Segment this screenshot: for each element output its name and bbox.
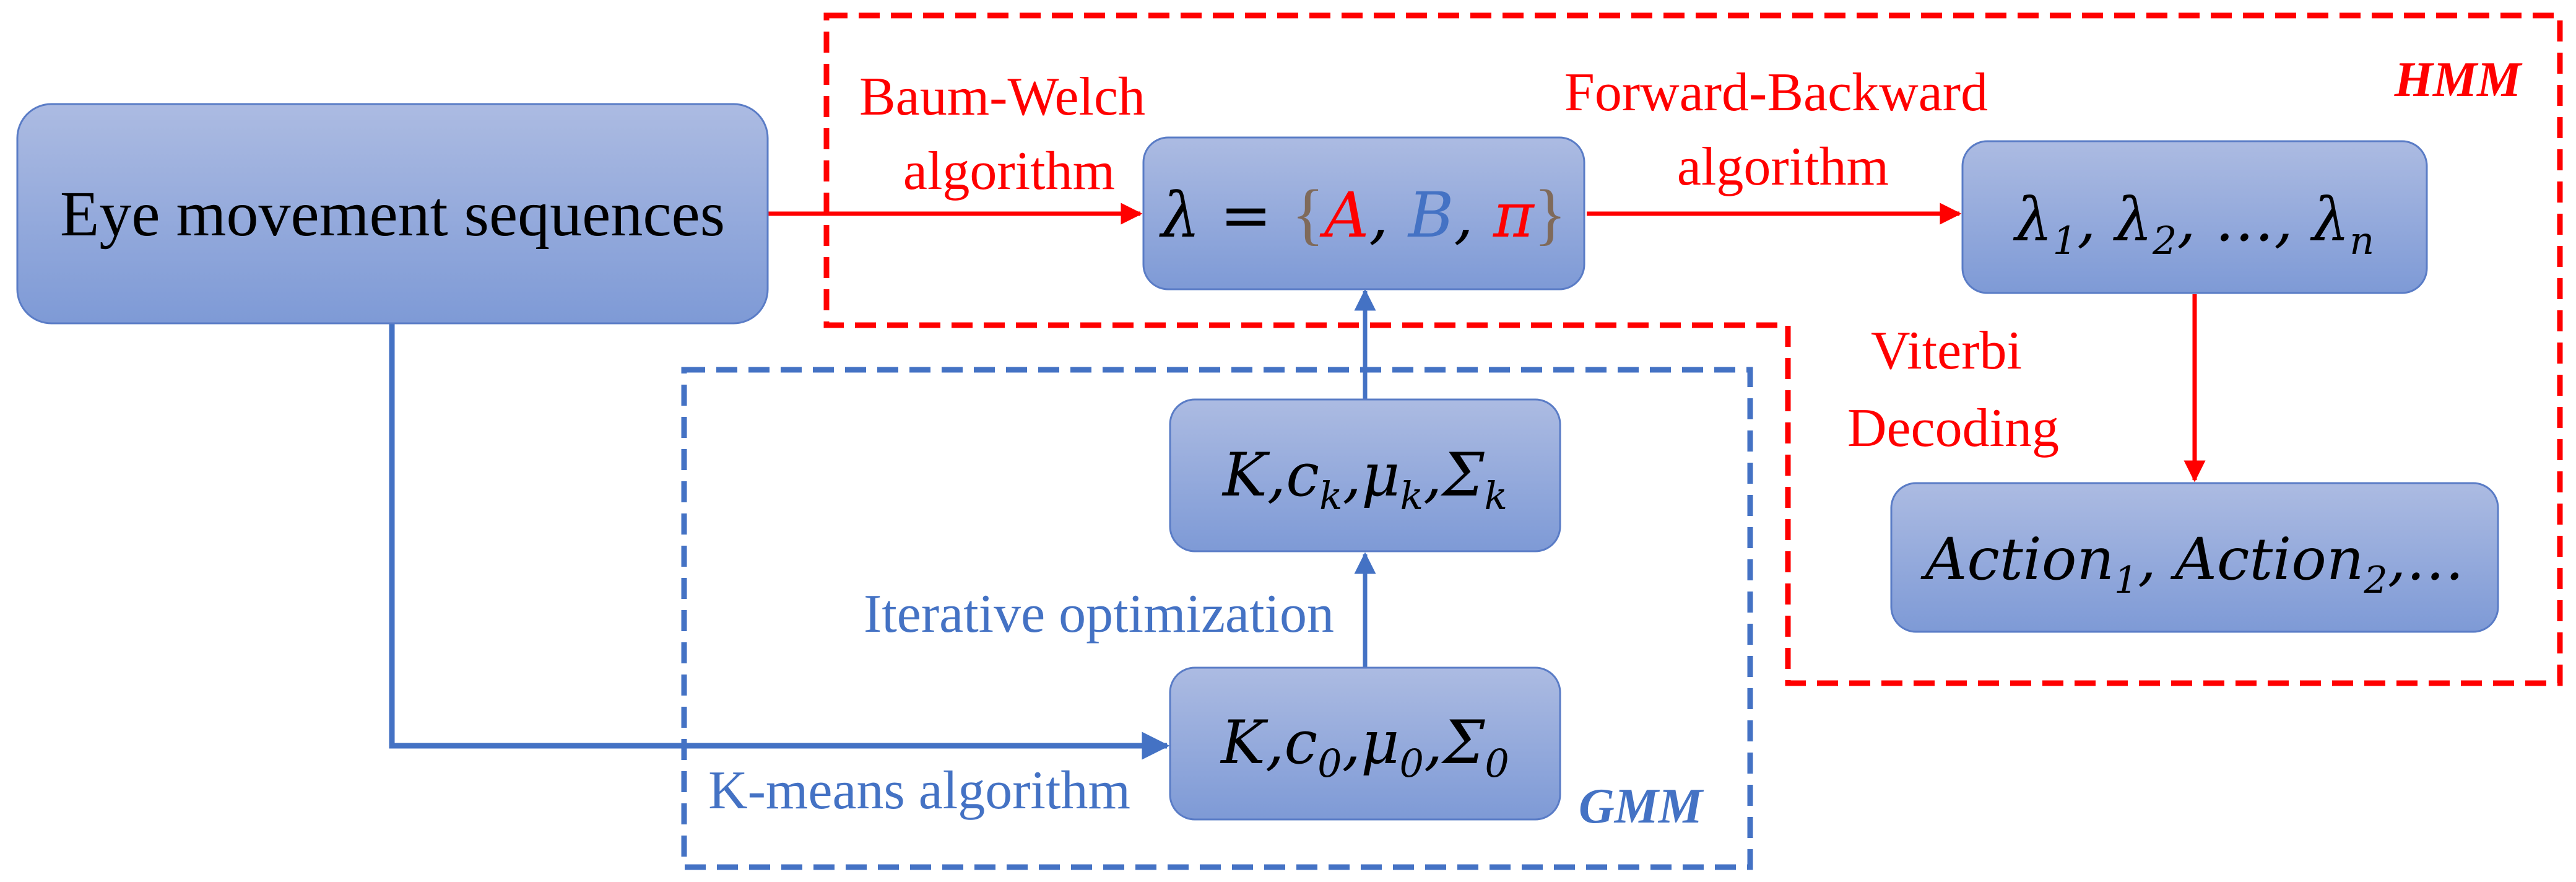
node-params-k: K,ck,μk,Σk [1169, 398, 1561, 552]
lambda-formula: λ = {A, B, π} [1159, 176, 1567, 251]
hmm-region [823, 12, 2563, 686]
node-eye-movement: Eye movement sequences [16, 103, 769, 325]
actions-formula: Action1, Action2,… [1920, 526, 2464, 602]
kmeans-label: K-means algorithm [708, 761, 1130, 821]
node-lambdas: λ1, λ2, …, λn [1961, 140, 2428, 294]
node-params-0: K,c0,μ0,Σ0 [1169, 666, 1561, 821]
node-actions: Action1, Action2,… [1890, 482, 2499, 633]
iterative-label: Iterative optimization [864, 584, 1334, 644]
gmm-region [681, 367, 1753, 870]
hmm-label: HMM [2394, 53, 2523, 107]
baum-welch-label: Baum-Welch algorithm [859, 67, 1159, 201]
forward-backward-label: Forward-Backward algorithm [1564, 63, 2001, 197]
lambdas-formula: λ1, λ2, …, λn [2013, 185, 2374, 263]
eye-movement-text: Eye movement sequences [60, 178, 725, 250]
params-k-formula: K,ck,μk,Σk [1221, 440, 1507, 518]
params-0-formula: K,c0,μ0,Σ0 [1220, 708, 1509, 786]
node-lambda: λ = {A, B, π} [1142, 136, 1585, 290]
gmm-label: GMM [1579, 779, 1704, 834]
viterbi-label: Viterbi Decoding [1847, 321, 2059, 458]
edge-eye-to-params0 [389, 323, 1170, 760]
